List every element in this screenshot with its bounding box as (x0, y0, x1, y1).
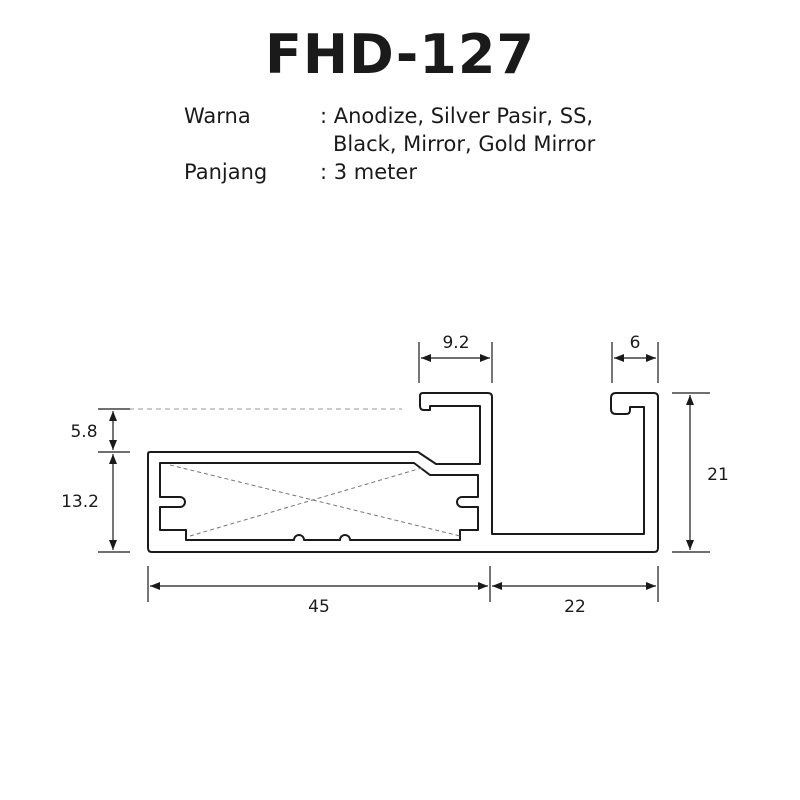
profile-outline (147, 392, 659, 553)
dimension-lines (109, 354, 694, 590)
dim-label-overall-height: 21 (707, 465, 729, 485)
length-value: : 3 meter (320, 160, 417, 184)
dim-label-step-height: 5.8 (70, 422, 97, 442)
profile-shape (147, 392, 659, 553)
length-label: Panjang (184, 160, 268, 184)
inner-chamber (159, 462, 479, 541)
color-value-line2: Black, Mirror, Gold Mirror (333, 132, 596, 156)
dim-label-left-width: 45 (308, 597, 330, 617)
dim-label-top-lip: 9.2 (442, 333, 469, 353)
chamber-cross (169, 464, 461, 537)
dim-label-right-lip: 6 (630, 333, 641, 353)
extension-lines (98, 342, 710, 602)
product-title: FHD-127 (264, 23, 536, 86)
dim-label-body-height: 13.2 (61, 492, 99, 512)
color-value-line1: : Anodize, Silver Pasir, SS, (320, 104, 594, 128)
color-label: Warna (184, 104, 251, 128)
dim-label-right-width: 22 (564, 597, 586, 617)
